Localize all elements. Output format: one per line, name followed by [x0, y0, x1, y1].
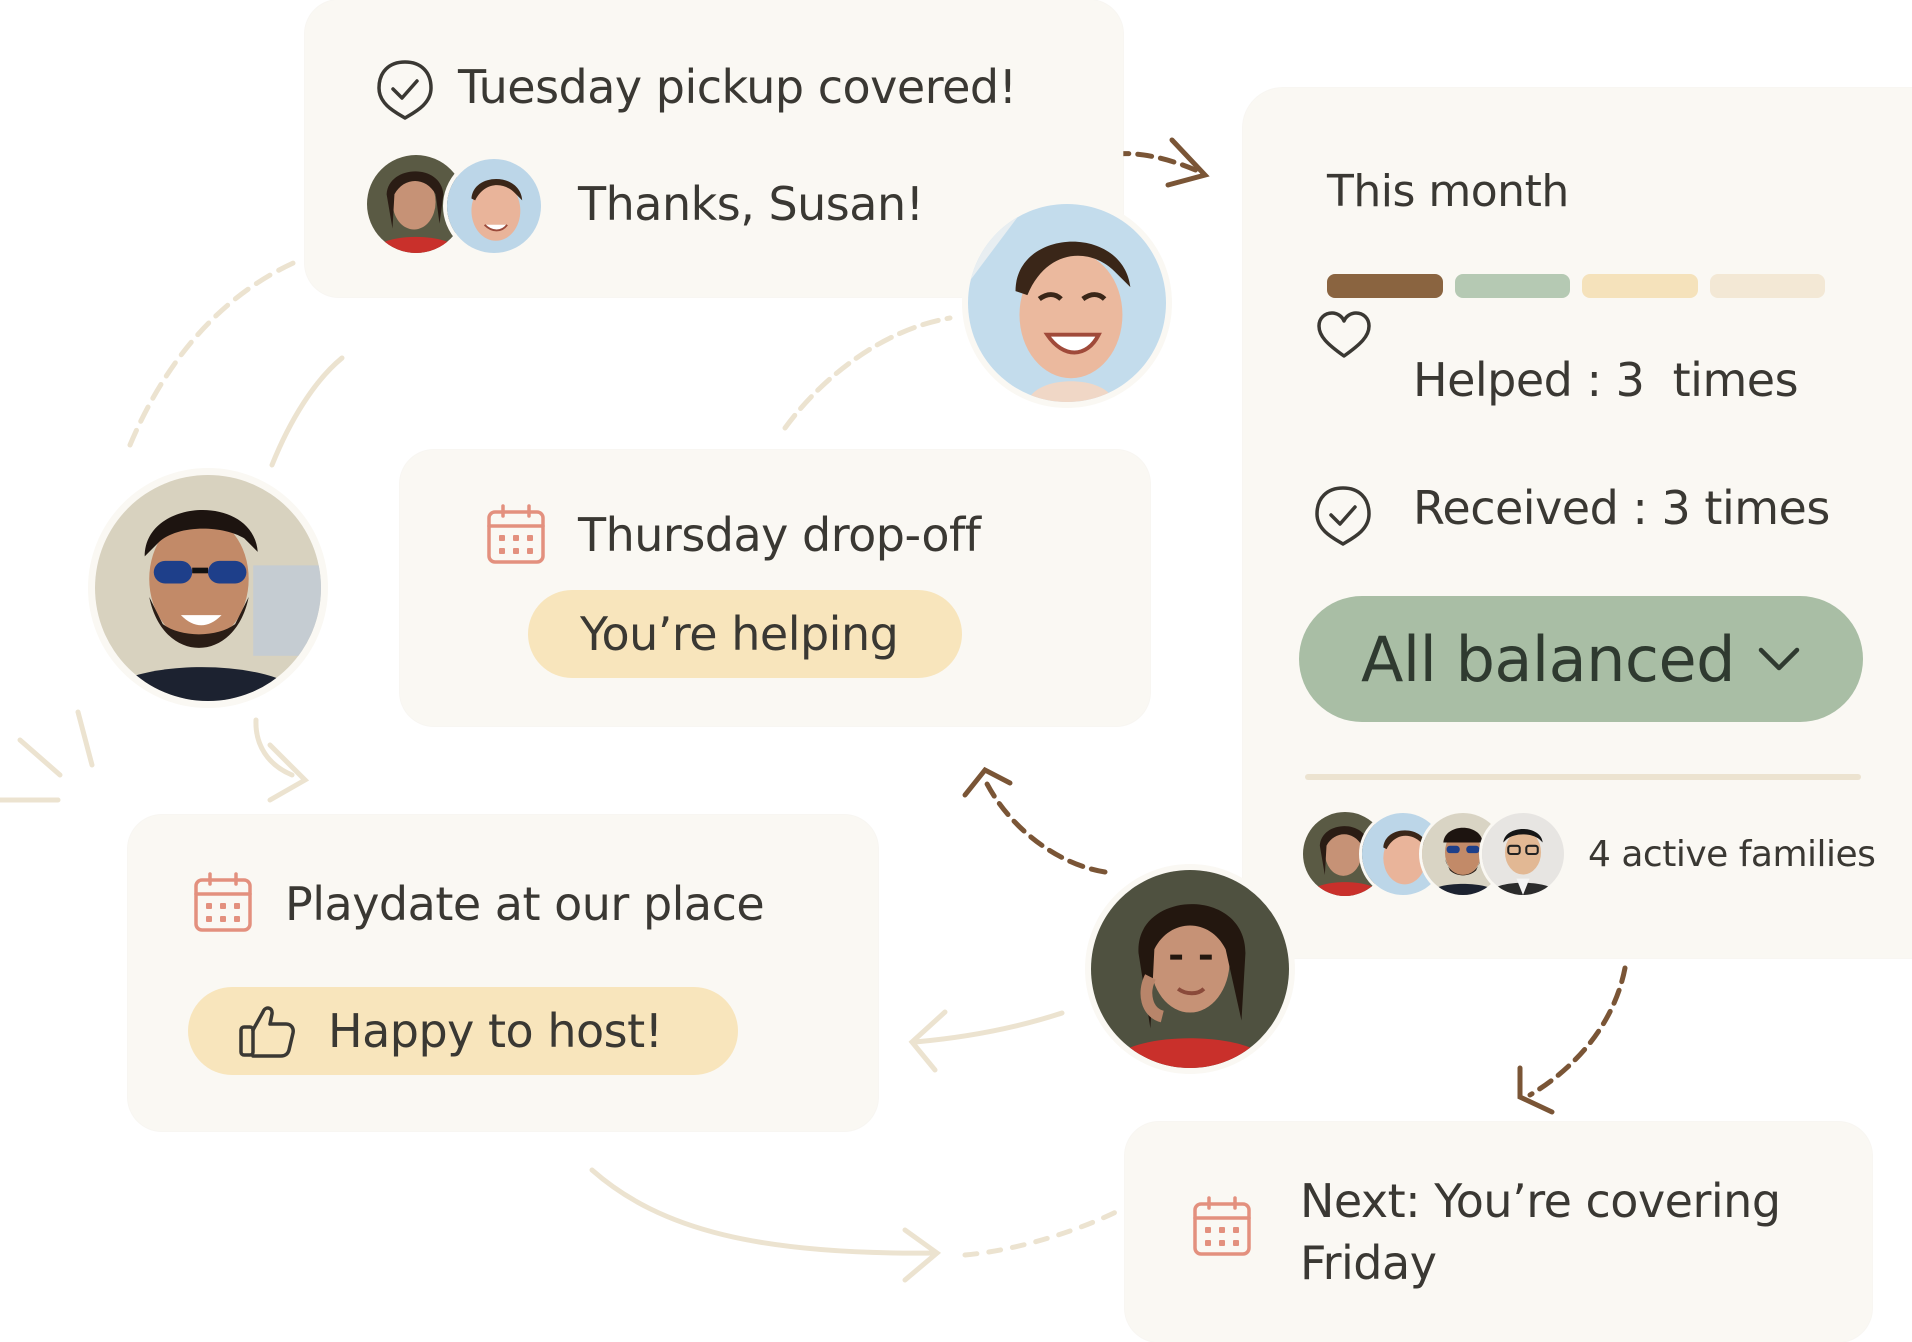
balance-bar-segment	[1582, 274, 1698, 298]
received-label: Received	[1413, 481, 1619, 535]
next-covering-card: Next: You’re covering Friday	[1125, 1122, 1872, 1342]
received-value: 3 times	[1661, 481, 1831, 535]
active-families-count: 4 active families	[1588, 834, 1876, 875]
all-balanced-label: All balanced	[1361, 622, 1736, 696]
helping-status-label: You’re helping	[580, 607, 899, 661]
thursday-dropoff-card: Thursday drop-off You’re helping	[400, 450, 1150, 726]
playdate-title: Playdate at our place	[285, 877, 765, 931]
playdate-card: Playdate at our place Happy to host!	[128, 815, 878, 1131]
avatar-man-glasses	[1479, 810, 1567, 898]
helped-stat: Helped : 3 times	[1413, 353, 1799, 407]
thanks-message: Thanks, Susan!	[578, 177, 924, 231]
divider	[1305, 774, 1861, 780]
balance-bar	[1327, 274, 1825, 298]
balance-bar-segment	[1709, 274, 1825, 298]
received-separator: :	[1632, 481, 1648, 535]
happy-to-host-button[interactable]: Happy to host!	[188, 987, 738, 1075]
avatar-woman-red-dress	[1085, 864, 1295, 1074]
all-balanced-button[interactable]: All balanced	[1299, 596, 1863, 722]
calendar-icon	[484, 502, 548, 566]
this-month-panel: This month Helped : 3 times Received : 3…	[1243, 88, 1912, 958]
arrow-bottom-curve	[589, 1167, 938, 1256]
chevron-down-icon	[1757, 644, 1801, 674]
arrow-to-thursday	[982, 777, 1108, 875]
balance-bar-segment	[1454, 274, 1570, 298]
arrow-curve-center	[782, 315, 953, 431]
check-badge-icon	[1311, 484, 1375, 548]
balance-bar-segment	[1327, 274, 1443, 298]
arrow-left-down	[253, 717, 295, 778]
avatar-short-hair-woman	[443, 155, 545, 257]
arrow-curve-left-top	[127, 257, 303, 448]
thumbs-up-icon	[236, 1000, 298, 1062]
avatar-man-sunglasses	[88, 468, 328, 708]
received-stat: Received : 3 times	[1413, 481, 1830, 535]
helped-separator: :	[1586, 353, 1603, 407]
avatar-woman-red-dress	[367, 155, 465, 253]
helping-status-badge: You’re helping	[528, 590, 962, 678]
helped-label: Helped	[1413, 353, 1573, 407]
calendar-icon	[191, 870, 255, 934]
tuesday-pickup-title: Tuesday pickup covered!	[458, 60, 1017, 114]
check-badge-icon	[373, 58, 437, 122]
heart-icon	[1315, 310, 1373, 362]
arrow-curve-left-mid	[269, 355, 345, 468]
next-covering-line1: Next: You’re covering	[1300, 1174, 1781, 1228]
arrow-to-next	[1527, 965, 1628, 1098]
thursday-dropoff-title: Thursday drop-off	[578, 508, 981, 562]
arrow-burst-lines	[0, 709, 95, 803]
calendar-icon	[1190, 1194, 1254, 1258]
happy-to-host-label: Happy to host!	[328, 1004, 663, 1058]
avatar-short-hair-woman	[962, 198, 1172, 408]
arrow-to-playdate	[912, 1010, 1065, 1045]
next-covering-line2: Friday	[1300, 1236, 1437, 1290]
this-month-title: This month	[1327, 166, 1569, 217]
helped-value: 3 times	[1615, 353, 1799, 407]
